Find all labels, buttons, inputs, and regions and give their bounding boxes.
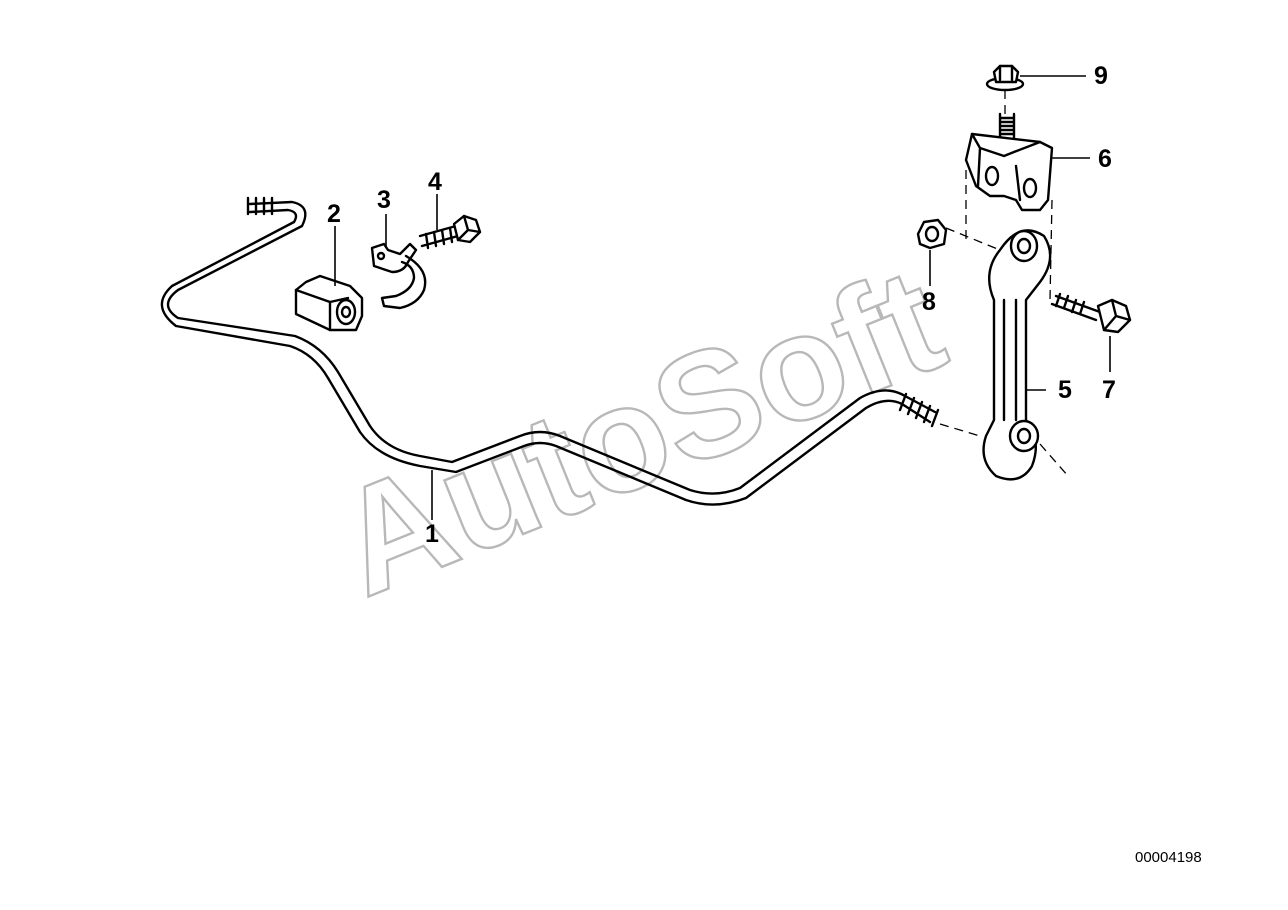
callout-8: 8 [922, 288, 936, 316]
assembly-lines [939, 90, 1069, 477]
nut-8 [916, 218, 948, 250]
callout-3: 3 [377, 186, 391, 214]
callout-9: 9 [1094, 62, 1108, 90]
callout-7: 7 [1102, 376, 1116, 404]
bolt-4 [418, 214, 482, 250]
rubber-mounting [294, 274, 364, 332]
clamp-bracket [370, 242, 427, 310]
callout-labels: 1 2 3 4 5 6 7 8 9 [327, 62, 1116, 548]
holder-bracket [964, 132, 1054, 212]
bolt-7 [1050, 292, 1132, 334]
stabilizer-bar [160, 196, 940, 506]
callout-6: 6 [1098, 145, 1112, 173]
watermark: AutoSoft [314, 235, 964, 628]
callout-4: 4 [428, 168, 442, 196]
callout-2: 2 [327, 200, 341, 228]
callout-5: 5 [1058, 376, 1072, 404]
flange-nut [985, 64, 1025, 92]
leader-lines [334, 75, 1111, 520]
callout-1: 1 [425, 520, 439, 548]
document-number: 00004198 [1135, 849, 1202, 866]
stabilizer-link [982, 229, 1052, 481]
threaded-stud [998, 112, 1016, 140]
